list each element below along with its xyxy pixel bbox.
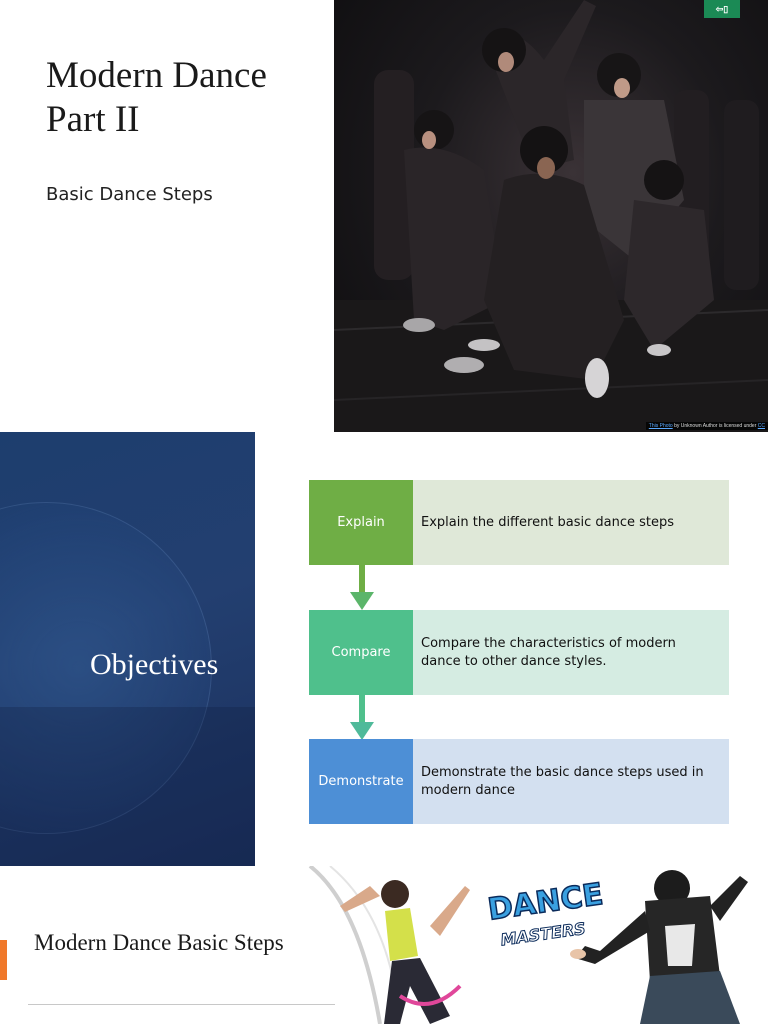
basic-steps-title: Modern Dance Basic Steps bbox=[34, 930, 284, 955]
dance-masters-logo: DANCE MASTERS bbox=[485, 876, 606, 950]
title-divider bbox=[28, 1004, 335, 1005]
slide-subtitle: Basic Dance Steps bbox=[46, 184, 213, 205]
step-description: Compare the characteristics of modern da… bbox=[413, 610, 729, 695]
dance-masters-artwork: DANCE MASTERS bbox=[308, 866, 748, 1024]
objectives-panel: Objectives bbox=[0, 432, 255, 866]
step-label: Demonstrate bbox=[309, 739, 413, 824]
logo-line-1: DANCE bbox=[486, 877, 605, 928]
photo-license-link[interactable]: CC bbox=[757, 423, 765, 429]
photo-credit-text: by Unknown Author is licensed under bbox=[672, 423, 758, 429]
slide-objectives: Objectives Explain Explain the different… bbox=[0, 432, 768, 866]
dance-group-photo: ⇦▯ This Photo by Unknown Author is licen… bbox=[334, 0, 768, 432]
arrow-down-icon bbox=[350, 565, 374, 610]
photo-credit: This Photo by Unknown Author is licensed… bbox=[645, 422, 768, 430]
step-description: Demonstrate the basic dance steps used i… bbox=[413, 739, 729, 824]
objective-step-demonstrate: Demonstrate Demonstrate the basic dance … bbox=[309, 739, 729, 824]
dancers-illustration bbox=[334, 0, 768, 432]
objective-step-explain: Explain Explain the different basic danc… bbox=[309, 480, 729, 565]
arrow-down-icon bbox=[350, 695, 374, 740]
objectives-title: Objectives bbox=[90, 648, 219, 681]
photo-credit-link[interactable]: This Photo bbox=[648, 423, 673, 429]
objective-step-compare: Compare Compare the characteristics of m… bbox=[309, 610, 729, 695]
step-label: Compare bbox=[309, 610, 413, 695]
slide-title: Modern Dance Part II Basic Dance Steps bbox=[0, 0, 768, 432]
step-label: Explain bbox=[309, 480, 413, 565]
accent-bar bbox=[0, 940, 7, 980]
slide-basic-steps: Modern Dance Basic Steps DANCE MASTERS bbox=[0, 866, 768, 1024]
exit-sign-icon: ⇦▯ bbox=[704, 0, 740, 18]
decorative-band bbox=[0, 707, 255, 866]
slide-title-heading: Modern Dance Part II bbox=[46, 55, 267, 140]
step-description: Explain the different basic dance steps bbox=[413, 480, 729, 565]
